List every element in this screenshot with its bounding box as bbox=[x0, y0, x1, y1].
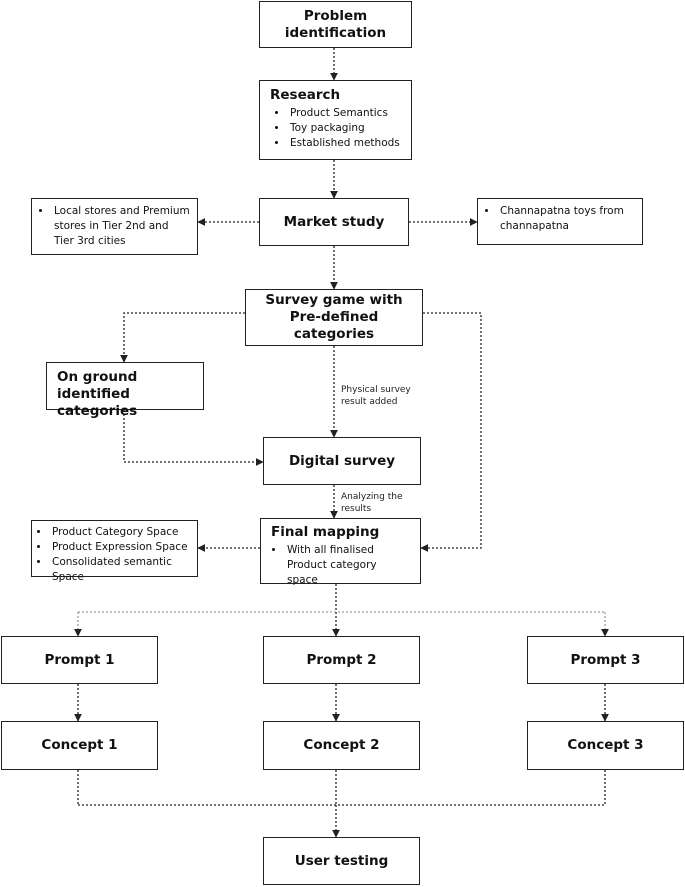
concept-1-node: Concept 1 bbox=[1, 721, 158, 770]
market-study-title: Market study bbox=[283, 213, 385, 230]
prompt-1-title: Prompt 1 bbox=[44, 651, 115, 668]
local-stores-text: Local stores and Premium stores in Tier … bbox=[52, 204, 191, 249]
spaces-item: Product Category Space bbox=[50, 525, 193, 540]
problem-identification-title: Problem identification bbox=[284, 7, 387, 41]
physical-survey-label: Physical survey result added bbox=[341, 385, 411, 407]
concept-2-node: Concept 2 bbox=[263, 721, 420, 770]
spaces-note: Product Category Space Product Expressio… bbox=[31, 520, 198, 583]
channapatna-text: Channapatna toys from channapatna bbox=[498, 204, 636, 234]
local-stores-note: Local stores and Premium stores in Tier … bbox=[31, 198, 198, 255]
spaces-item: Consolidated semantic Space bbox=[50, 555, 193, 585]
research-item: Product Semantics bbox=[288, 106, 401, 121]
final-mapping-node: Final mapping With all finalised Product… bbox=[260, 518, 421, 586]
prompt-3-node: Prompt 3 bbox=[527, 636, 684, 684]
channapatna-note: Channapatna toys from channapatna bbox=[477, 198, 643, 245]
user-testing-node: User testing bbox=[263, 837, 420, 885]
digital-survey-node: Digital survey bbox=[263, 437, 421, 485]
market-study-node: Market study bbox=[259, 198, 409, 246]
arrow-survey-to-final-mapping bbox=[420, 312, 482, 552]
digital-survey-title: Digital survey bbox=[288, 452, 396, 469]
arrow-survey-to-on-ground bbox=[120, 312, 245, 363]
prompt-2-title: Prompt 2 bbox=[306, 651, 377, 668]
research-item: Established methods bbox=[288, 136, 401, 151]
analyzing-label: Analyzing the results bbox=[341, 492, 403, 514]
final-mapping-title: Final mapping bbox=[271, 524, 380, 540]
spaces-item: Product Expression Space bbox=[50, 540, 193, 555]
concept-1-title: Concept 1 bbox=[41, 737, 118, 753]
concept-3-title: Concept 3 bbox=[567, 737, 644, 753]
final-mapping-item: With all finalised Product category spac… bbox=[285, 543, 410, 588]
survey-game-node: Survey game with Pre-defined categories bbox=[245, 289, 423, 346]
on-ground-title: On ground identified categories bbox=[57, 369, 138, 419]
research-node: Research Product Semantics Toy packaging… bbox=[259, 80, 412, 160]
prompt-2-node: Prompt 2 bbox=[263, 636, 420, 684]
survey-game-title: Survey game with Pre-defined categories bbox=[265, 292, 403, 342]
user-testing-title: User testing bbox=[294, 852, 389, 869]
problem-identification-node: Problem identification bbox=[259, 1, 412, 48]
research-item: Toy packaging bbox=[288, 121, 401, 136]
arrow-on-ground-to-digital bbox=[123, 410, 264, 466]
research-title: Research bbox=[270, 87, 341, 103]
on-ground-node: On ground identified categories bbox=[46, 362, 204, 419]
concept-2-title: Concept 2 bbox=[303, 737, 380, 753]
research-list: Product Semantics Toy packaging Establis… bbox=[270, 106, 401, 151]
prompt-1-node: Prompt 1 bbox=[1, 636, 158, 684]
final-mapping-list: With all finalised Product category spac… bbox=[271, 543, 410, 588]
prompt-3-title: Prompt 3 bbox=[570, 651, 641, 668]
concept-3-node: Concept 3 bbox=[527, 721, 684, 770]
